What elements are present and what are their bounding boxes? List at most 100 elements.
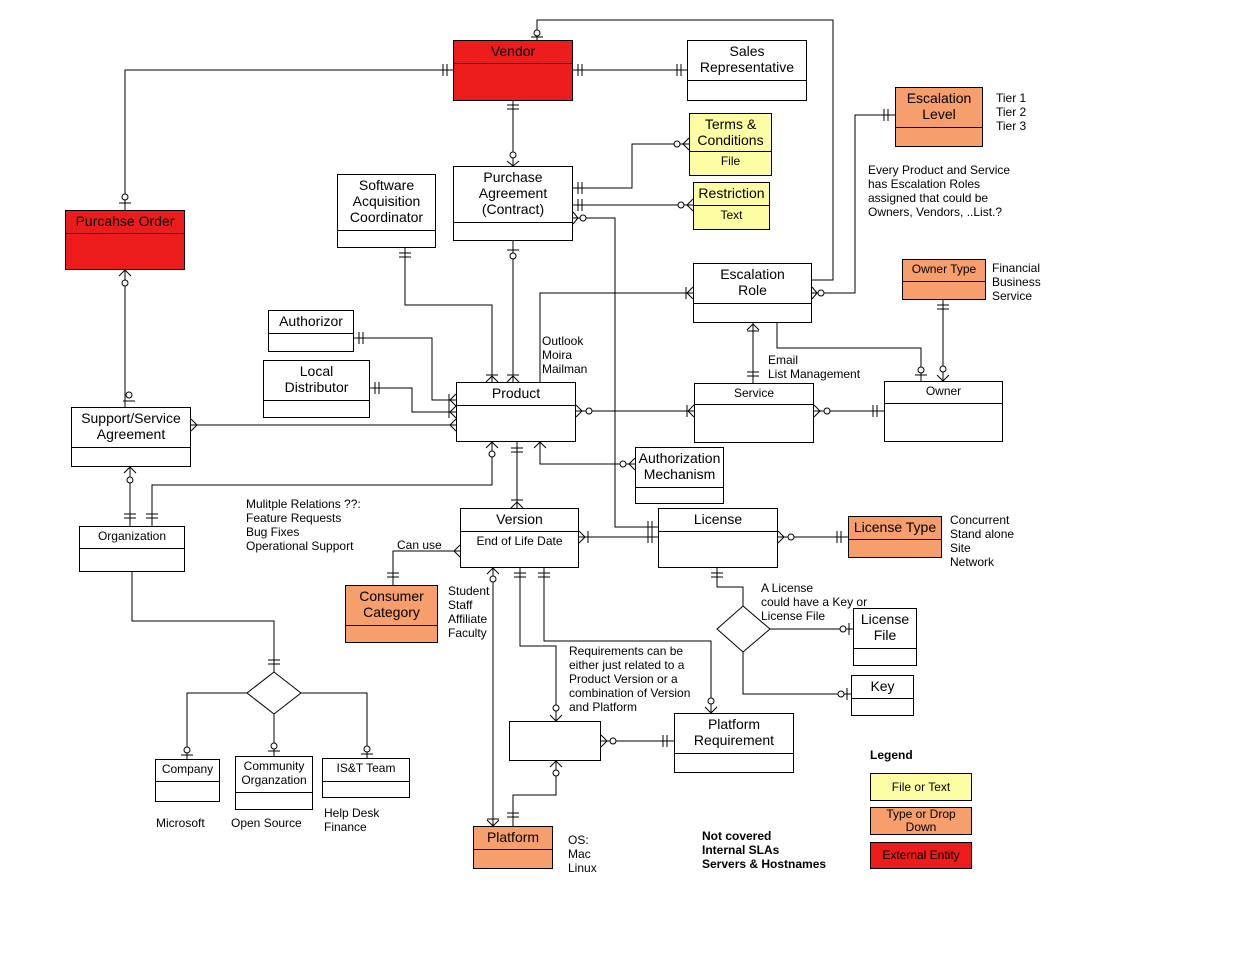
organization-entity[interactable]: Organization <box>79 526 185 572</box>
terms-entity[interactable]: Terms & Conditions File <box>689 113 772 176</box>
note-consumer-types: Student Staff Affiliate Faculty <box>448 584 490 640</box>
support-agreement-entity[interactable]: Support/Service Agreement <box>71 407 191 467</box>
terms-body: File <box>720 154 741 168</box>
support-agreement-body <box>72 448 190 466</box>
escalation-role-entity[interactable]: Escalation Role <box>693 263 812 323</box>
ist-team-body <box>323 782 409 797</box>
escalation-level-title: Escalation Level <box>896 88 982 128</box>
service-body <box>695 405 813 442</box>
note-not-covered: Not covered Internal SLAs Servers & Host… <box>702 829 827 871</box>
sales-rep-entity[interactable]: Sales Representative <box>687 40 807 101</box>
link-diamond-ist <box>301 692 368 758</box>
version-platform-entity[interactable] <box>509 721 601 761</box>
support-agreement-title: Support/Service Agreement <box>72 408 190 448</box>
owner-type-entity[interactable]: Owner Type <box>902 259 986 300</box>
note-microsoft: Microsoft <box>156 816 205 830</box>
link-org-diamond <box>131 572 275 672</box>
owner-entity[interactable]: Owner <box>884 381 1003 442</box>
software-acquisition-title: Software Acquisition Coordinator <box>338 175 435 231</box>
platform-entity[interactable]: Platform <box>473 826 553 869</box>
license-entity[interactable]: License <box>658 508 778 568</box>
purchase-order-body <box>66 234 184 269</box>
owner-type-title: Owner Type <box>903 260 985 282</box>
consumer-category-entity[interactable]: Consumer Category <box>345 585 438 643</box>
link-product-org <box>151 442 493 526</box>
product-entity[interactable]: Product <box>456 382 576 442</box>
local-distributor-body <box>264 401 369 417</box>
owner-title: Owner <box>885 382 1002 404</box>
license-body <box>659 532 777 567</box>
link-version-requirement <box>543 568 712 713</box>
vendor-entity[interactable]: Vendor <box>453 40 573 101</box>
purchase-agreement-title: Purchase Agreement (Contract) <box>454 167 572 223</box>
company-entity[interactable]: Company <box>155 759 220 802</box>
license-type-body <box>849 540 941 557</box>
escalation-role-title: Escalation Role <box>694 264 811 304</box>
key-title: Key <box>852 676 913 699</box>
key-entity[interactable]: Key <box>851 675 914 716</box>
restriction-body: Text <box>720 208 743 222</box>
restriction-title: Restriction <box>694 183 769 206</box>
note-owner-types: Financial Business Service <box>992 261 1041 303</box>
note-os: OS: Mac Linux <box>568 833 597 875</box>
note-license-key: A License could have a Key or License Fi… <box>761 581 868 623</box>
service-entity[interactable]: Service <box>694 383 814 443</box>
link-version-consumer <box>392 550 460 585</box>
link-agreement-license <box>573 217 658 528</box>
sales-rep-body <box>688 81 806 100</box>
link-diamond-key <box>742 652 851 695</box>
local-distributor-title: Local Distributor <box>264 361 369 401</box>
ist-team-entity[interactable]: IS&T Team <box>322 758 410 798</box>
license-file-entity[interactable]: License File <box>853 608 917 666</box>
sales-rep-title: Sales Representative <box>688 41 806 81</box>
ist-team-title: IS&T Team <box>323 759 409 782</box>
license-title: License <box>659 509 777 532</box>
key-body <box>852 699 913 715</box>
purchase-agreement-entity[interactable]: Purchase Agreement (Contract) <box>453 166 573 241</box>
link-diamond-company <box>186 692 247 759</box>
platform-requirement-entity[interactable]: Platform Requirement <box>674 713 794 773</box>
authorizor-entity[interactable]: Authorizor <box>268 310 354 352</box>
company-title: Company <box>156 760 219 782</box>
purchase-order-entity[interactable]: Purcahse Order <box>65 210 185 270</box>
authorizor-body <box>269 334 353 351</box>
license-type-entity[interactable]: License Type <box>848 516 942 558</box>
product-title: Product <box>457 383 575 406</box>
authorizor-title: Authorizor <box>269 311 353 334</box>
link-vendor-escalation-role <box>536 19 834 281</box>
note-requirements: Requirements can be either just related … <box>569 644 691 714</box>
note-escalation-roles: Every Product and Service has Escalation… <box>868 163 1011 219</box>
note-license-types: Concurrent Stand alone Site Network <box>950 513 1015 569</box>
legend-type-or-dropdown: Type or Drop Down <box>870 807 972 835</box>
organization-body <box>80 549 184 571</box>
link-license-diamond <box>716 568 744 606</box>
legend-file-or-text: File or Text <box>870 773 972 801</box>
link-sac-product <box>404 248 493 382</box>
local-distributor-entity[interactable]: Local Distributor <box>263 360 370 418</box>
link-distributor-product <box>370 387 456 413</box>
platform-requirement-title: Platform Requirement <box>675 714 793 754</box>
software-acquisition-entity[interactable]: Software Acquisition Coordinator <box>337 174 436 248</box>
link-authorizor-product <box>354 337 456 401</box>
license-file-body <box>854 649 916 665</box>
vendor-title: Vendor <box>454 41 572 64</box>
link-vpbox-platform <box>512 761 557 826</box>
escalation-level-entity[interactable]: Escalation Level <box>895 87 983 147</box>
company-body <box>156 782 219 801</box>
product-body <box>457 406 575 441</box>
auth-mechanism-entity[interactable]: Authorization Mechanism <box>635 447 724 504</box>
link-agreement-terms <box>573 143 689 189</box>
purchase-order-title: Purcahse Order <box>66 211 184 234</box>
link-version-vpbox <box>519 568 557 721</box>
community-org-title: Community Organzation <box>236 757 312 793</box>
link-role-owner <box>776 323 922 381</box>
software-acquisition-body <box>338 231 435 247</box>
version-title: Version <box>461 509 578 532</box>
restriction-entity[interactable]: Restriction Text <box>693 182 770 230</box>
community-org-body <box>236 793 312 809</box>
version-body: End of Life Date <box>476 534 563 548</box>
version-entity[interactable]: Version End of Life Date <box>460 508 579 568</box>
community-org-entity[interactable]: Community Organzation <box>235 756 313 810</box>
